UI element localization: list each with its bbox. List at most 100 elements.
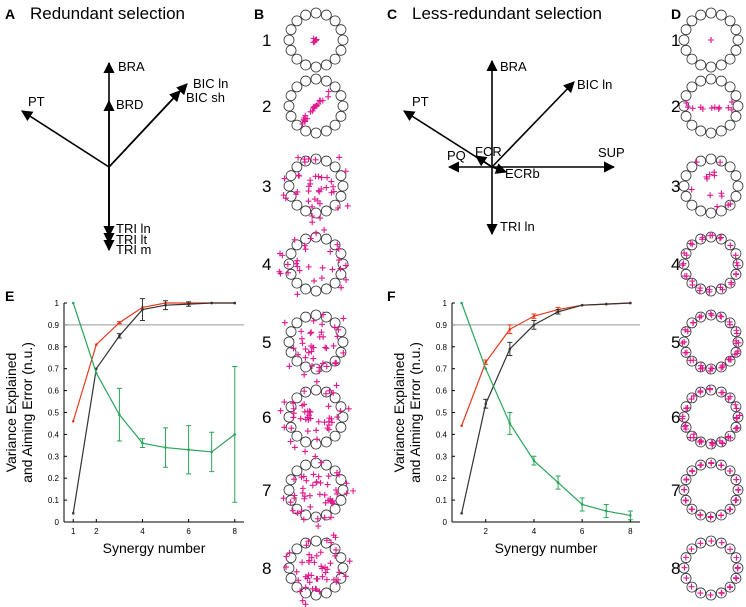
endpoint-cross bbox=[307, 409, 314, 416]
target-circle bbox=[335, 421, 347, 433]
target-circle bbox=[300, 459, 312, 471]
target-circle bbox=[695, 361, 707, 373]
target-circle bbox=[329, 15, 341, 27]
endpoint-cross bbox=[334, 205, 341, 212]
target-circle bbox=[335, 190, 347, 202]
endpoint-cross bbox=[709, 442, 716, 449]
endpoint-cross bbox=[306, 492, 313, 499]
target-circle bbox=[320, 509, 332, 521]
target-circle bbox=[291, 430, 303, 442]
endpoint-cross bbox=[715, 105, 722, 112]
endpoint-cross bbox=[325, 403, 332, 410]
endpoint-cross bbox=[313, 478, 320, 485]
target-circle bbox=[680, 248, 692, 260]
endpoint-cross bbox=[323, 363, 330, 370]
panel-a-muscle-diagram bbox=[21, 61, 188, 252]
endpoint-cross bbox=[315, 187, 322, 194]
target-circle bbox=[310, 384, 322, 396]
target-circle bbox=[732, 562, 744, 574]
endpoint-cross bbox=[689, 319, 696, 326]
target-circle bbox=[329, 581, 341, 593]
endpoint-cross bbox=[310, 317, 317, 324]
endpoint-cross bbox=[335, 245, 342, 252]
endpoint-cross bbox=[706, 386, 713, 393]
target-circle bbox=[695, 9, 707, 21]
target-circle bbox=[705, 511, 717, 523]
endpoint-cross bbox=[707, 192, 714, 199]
y-tick-label: 0 bbox=[55, 518, 60, 527]
target-circle bbox=[680, 190, 692, 202]
target-circle bbox=[730, 190, 742, 202]
target-circle bbox=[730, 110, 742, 122]
endpoint-cross bbox=[718, 512, 725, 519]
endpoint-cross bbox=[727, 242, 734, 249]
endpoint-cross bbox=[281, 175, 288, 182]
endpoint-cross bbox=[328, 189, 335, 196]
endpoint-cross bbox=[727, 467, 734, 474]
endpoint-cross bbox=[319, 360, 326, 367]
endpoint-cross bbox=[324, 481, 331, 488]
target-circle bbox=[335, 90, 347, 102]
endpoint-cross bbox=[706, 171, 713, 178]
endpoint-cross bbox=[312, 453, 319, 460]
endpoint-cross bbox=[313, 230, 320, 237]
endpoint-cross bbox=[681, 486, 688, 493]
endpoint-cross bbox=[301, 388, 308, 395]
target-circle bbox=[337, 336, 349, 348]
endpoint-cross bbox=[317, 215, 324, 222]
target-circle bbox=[695, 459, 707, 471]
endpoint-cross bbox=[690, 431, 697, 438]
target-circle bbox=[678, 258, 690, 270]
target-circle bbox=[283, 484, 295, 496]
endpoint-cross bbox=[718, 234, 725, 241]
endpoint-cross bbox=[302, 601, 309, 607]
y-axis-label: Variance Explained bbox=[391, 353, 407, 473]
target-circle bbox=[705, 384, 717, 396]
endpoint-cross bbox=[291, 495, 298, 502]
endpoint-cross bbox=[326, 387, 333, 394]
endpoint-cross bbox=[342, 573, 349, 580]
target-circle bbox=[686, 239, 698, 251]
endpoint-cross bbox=[689, 281, 696, 288]
target-circle bbox=[680, 552, 692, 564]
target-circle bbox=[695, 205, 707, 217]
target-circle bbox=[695, 537, 707, 549]
endpoint-cross bbox=[314, 515, 321, 522]
series-line-red bbox=[72, 302, 235, 422]
endpoint-cross bbox=[323, 576, 330, 583]
target-circle bbox=[730, 90, 742, 102]
target-circle bbox=[705, 457, 717, 469]
endpoint-cross bbox=[343, 480, 350, 487]
target-circle bbox=[680, 90, 692, 102]
endpoint-cross bbox=[313, 575, 320, 582]
endpoint-cross bbox=[322, 569, 329, 576]
endpoint-cross bbox=[342, 262, 349, 269]
target-circle bbox=[730, 474, 742, 486]
endpoint-cross bbox=[314, 436, 321, 443]
endpoint-cross bbox=[733, 405, 740, 412]
data-point bbox=[118, 413, 121, 416]
target-circle bbox=[705, 153, 717, 165]
endpoint-cross bbox=[304, 115, 311, 122]
endpoint-cross bbox=[714, 203, 721, 210]
target-circle bbox=[337, 180, 349, 192]
target-circle bbox=[715, 59, 727, 71]
muscle-label-ecrb: ECRb bbox=[505, 166, 540, 181]
endpoint-cross bbox=[299, 121, 306, 128]
endpoint-cross bbox=[325, 473, 332, 480]
target-circle bbox=[695, 509, 707, 521]
target-circle bbox=[300, 59, 312, 71]
endpoint-cross bbox=[732, 252, 739, 259]
muscle-label-bic-ln-c: BIC ln bbox=[577, 77, 612, 92]
endpoint-cross bbox=[304, 575, 311, 582]
endpoint-cross bbox=[343, 276, 350, 283]
target-circle bbox=[291, 392, 303, 404]
y-tick-label: 0.6 bbox=[436, 387, 448, 396]
data-point bbox=[629, 514, 632, 517]
endpoint-cross bbox=[336, 257, 343, 264]
y-tick-label: 0 bbox=[443, 518, 448, 527]
target-circle bbox=[695, 311, 707, 323]
endpoint-cross bbox=[276, 268, 283, 275]
series-line-green bbox=[72, 302, 236, 453]
